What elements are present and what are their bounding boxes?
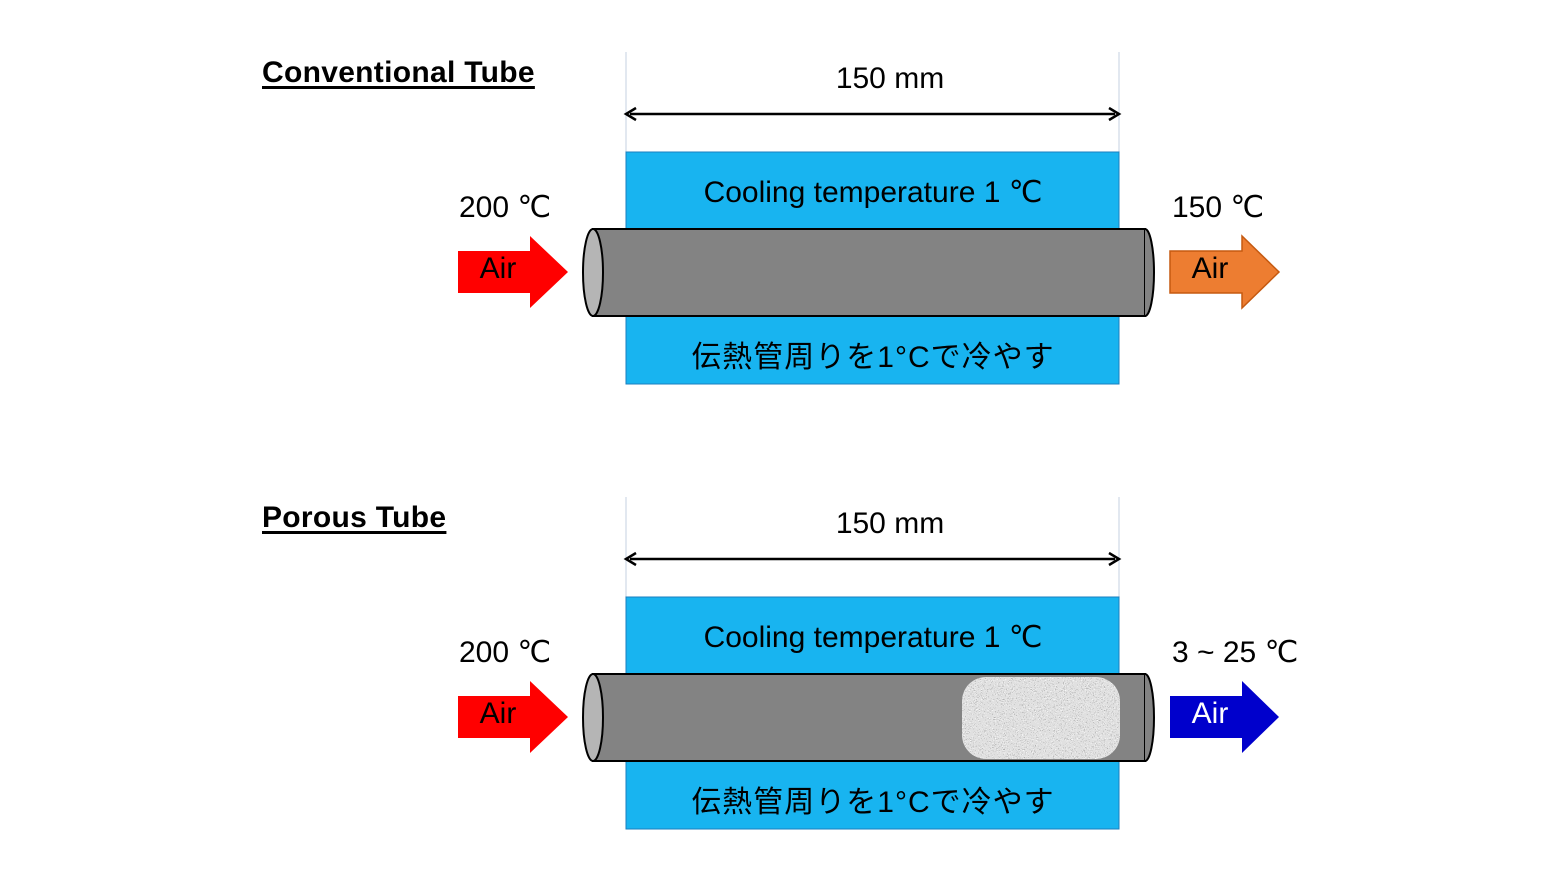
outlet-air-label: Air bbox=[1191, 252, 1229, 285]
outlet-temperature: 150 ℃ bbox=[1172, 191, 1265, 224]
inlet-air-label: Air bbox=[479, 697, 517, 730]
porous-tube-graphic bbox=[458, 497, 1279, 830]
panel-heading: Porous Tube bbox=[262, 501, 447, 534]
tube-outlet-end bbox=[1144, 228, 1155, 317]
panel-heading: Conventional Tube bbox=[262, 56, 535, 89]
porous-section bbox=[962, 677, 1120, 759]
outlet-air-label: Air bbox=[1191, 697, 1229, 730]
tube-inlet-face bbox=[582, 228, 604, 317]
length-label: 150 mm bbox=[835, 62, 945, 95]
outlet-temperature: 3 ~ 25 ℃ bbox=[1172, 636, 1299, 669]
length-label: 150 mm bbox=[835, 507, 945, 540]
inlet-temperature: 200 ℃ bbox=[459, 636, 552, 669]
outlet-air-arrow bbox=[1169, 234, 1281, 310]
outlet-air-arrow bbox=[1170, 681, 1279, 753]
porous-tube-panel: Porous Tube 150 mm Cooling temperature 1… bbox=[0, 445, 1568, 886]
tube-body bbox=[592, 228, 1146, 317]
cooling-temperature-label: Cooling temperature 1 ℃ bbox=[703, 176, 1043, 209]
inlet-temperature: 200 ℃ bbox=[459, 191, 552, 224]
inlet-air-arrow bbox=[458, 236, 568, 308]
dimension-arrow-right bbox=[1108, 551, 1122, 567]
conventional-tube-panel: Conventional Tube 150 mm Cooling tempera… bbox=[0, 0, 1568, 441]
cooling-temperature-label: Cooling temperature 1 ℃ bbox=[703, 621, 1043, 654]
tube-outlet-end bbox=[1144, 673, 1155, 762]
inlet-air-label: Air bbox=[479, 252, 517, 285]
tube-inlet-face bbox=[582, 673, 604, 762]
cooling-temperature-label-ja: 伝熱管周りを1°Cで冷やす bbox=[691, 786, 1055, 819]
dimension-arrow-right bbox=[1108, 106, 1122, 122]
dimension-arrow-left bbox=[623, 106, 637, 122]
conventional-tube-graphic bbox=[458, 52, 1281, 385]
cooling-temperature-label-ja: 伝熱管周りを1°Cで冷やす bbox=[691, 341, 1055, 374]
inlet-air-arrow bbox=[458, 681, 568, 753]
dimension-arrow-left bbox=[623, 551, 637, 567]
